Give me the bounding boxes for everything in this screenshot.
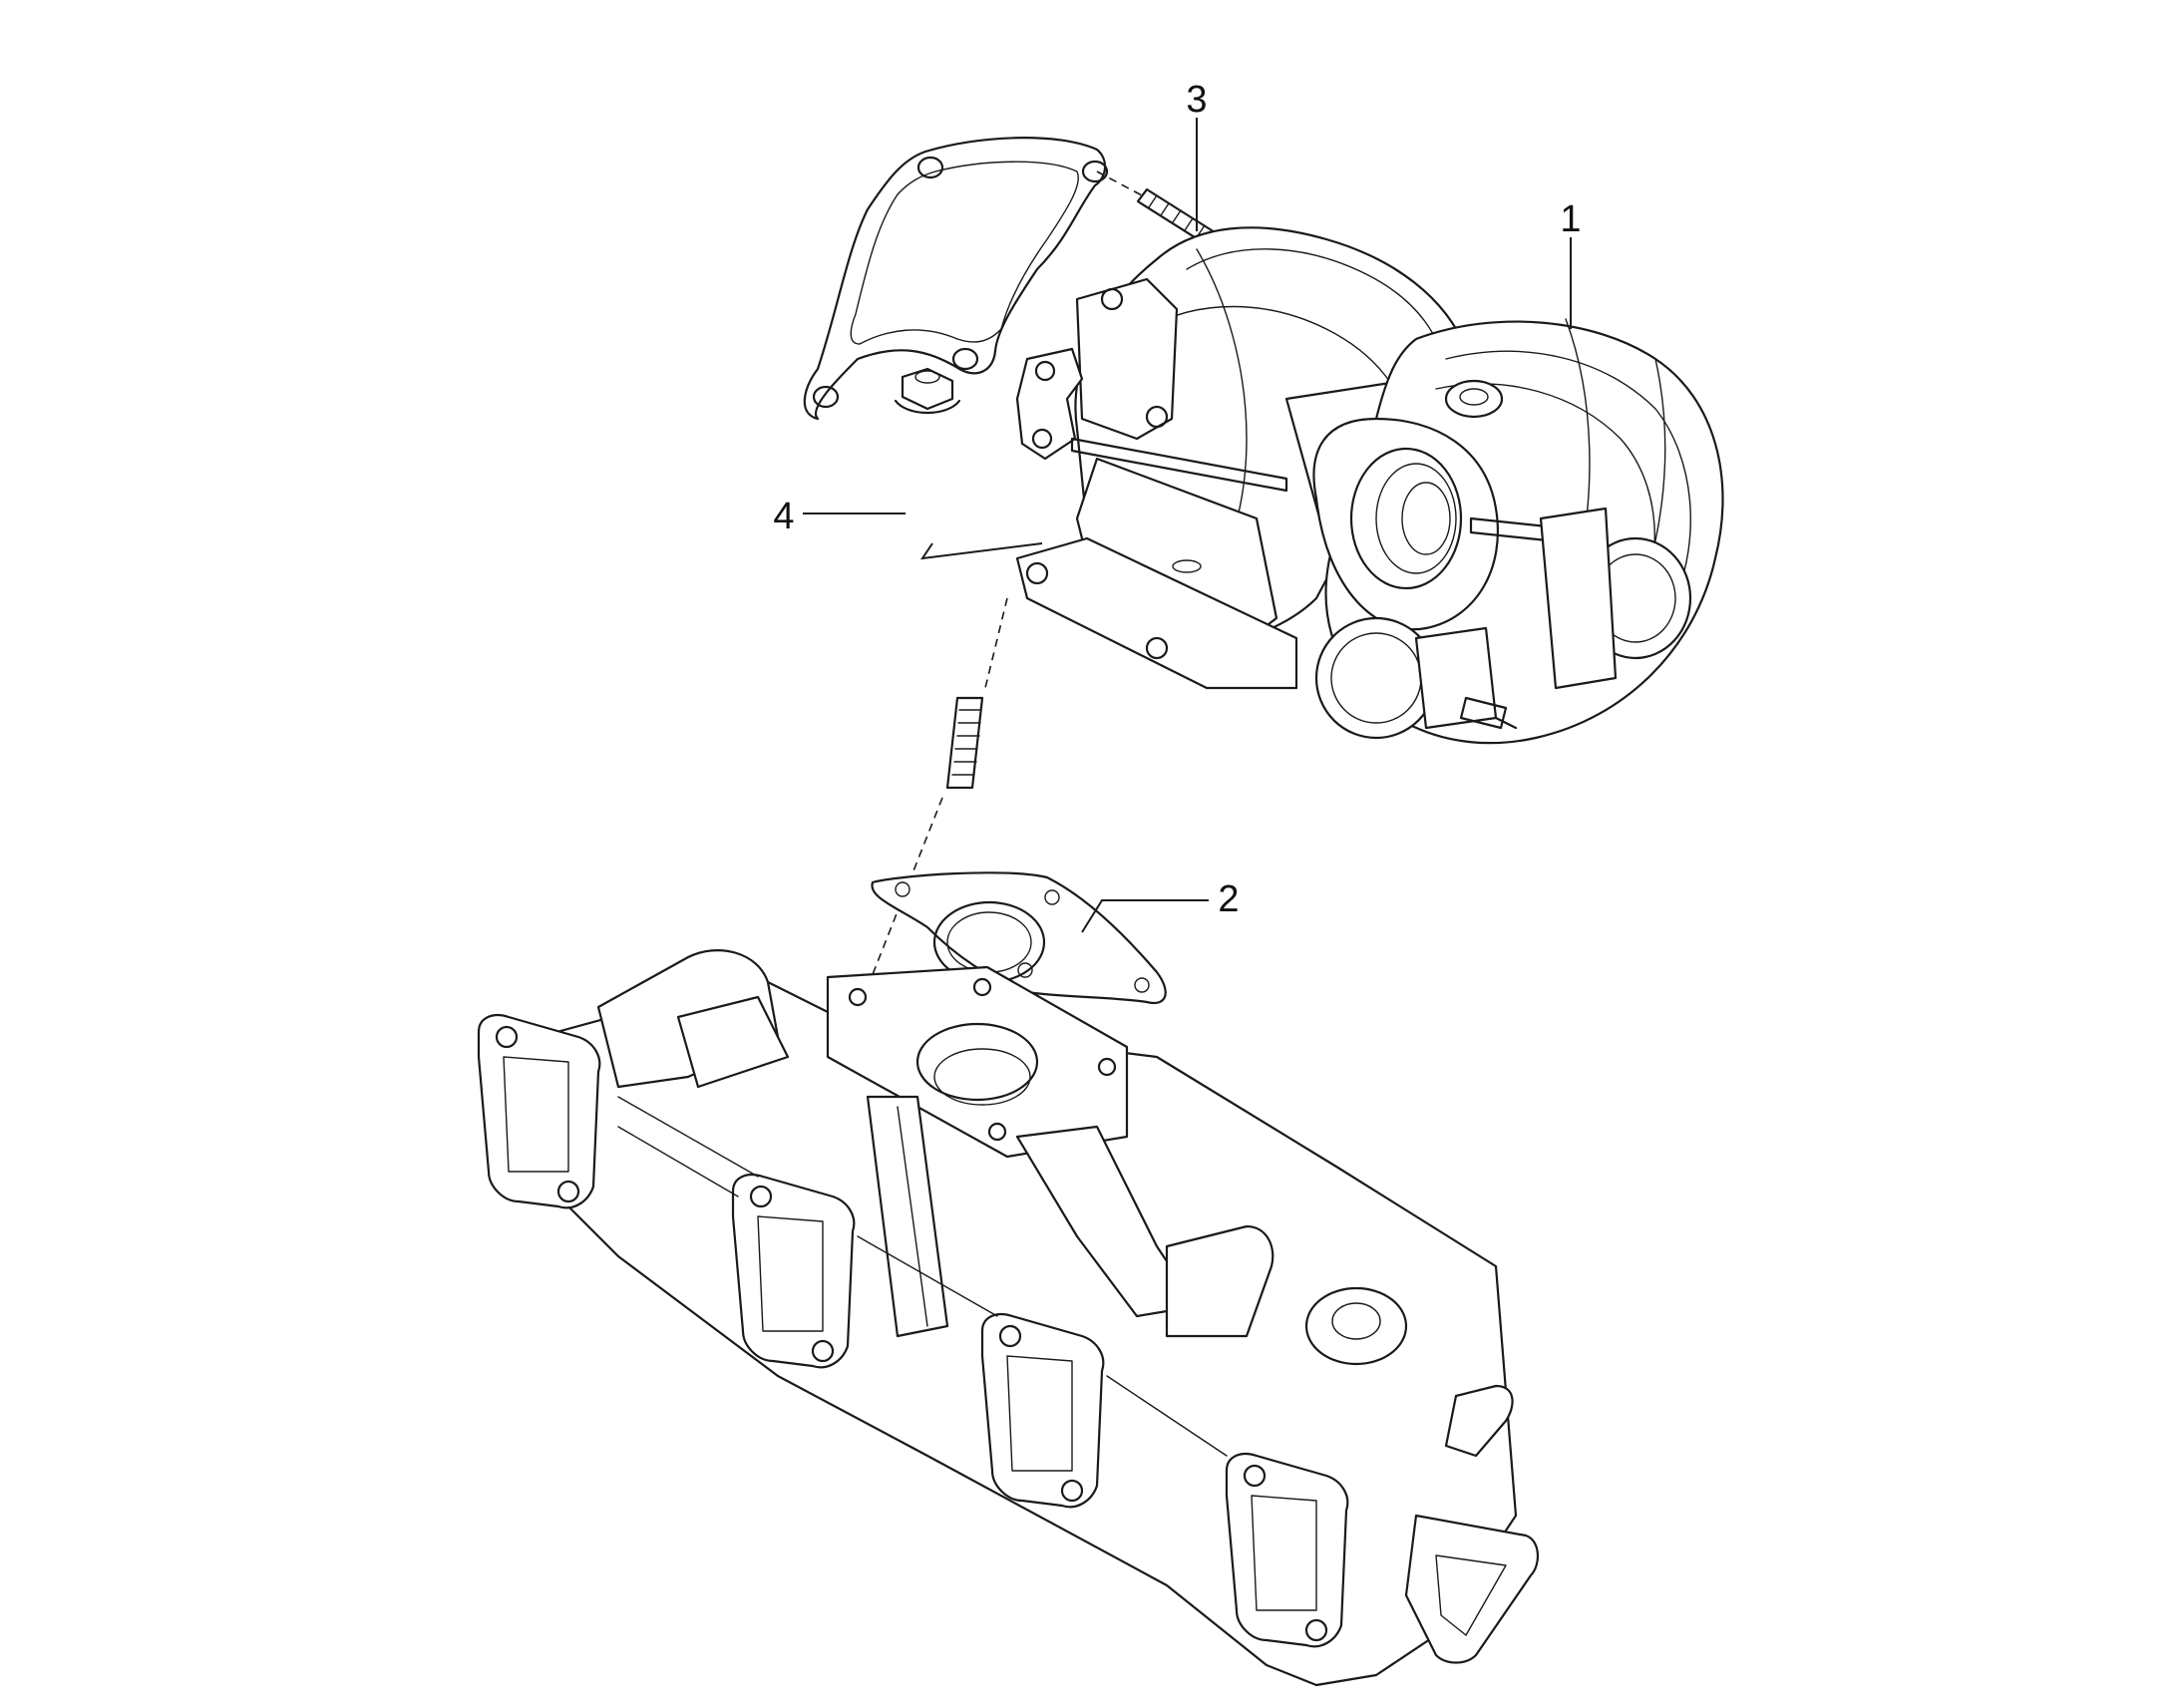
- turbocharger-part-1: [1015, 226, 1724, 745]
- callout-4: 4: [773, 496, 794, 537]
- callout-1: 1: [1560, 198, 1581, 240]
- leader-line-2: [1081, 899, 1209, 933]
- callout-2: 2: [1218, 878, 1239, 920]
- callout-3: 3: [1186, 79, 1207, 121]
- nut-part-4: [894, 367, 1043, 560]
- gasket-part-2: [871, 871, 1167, 1005]
- turbo-outlet-gasket: [803, 137, 1109, 421]
- exhaust-manifold: [477, 949, 1539, 1687]
